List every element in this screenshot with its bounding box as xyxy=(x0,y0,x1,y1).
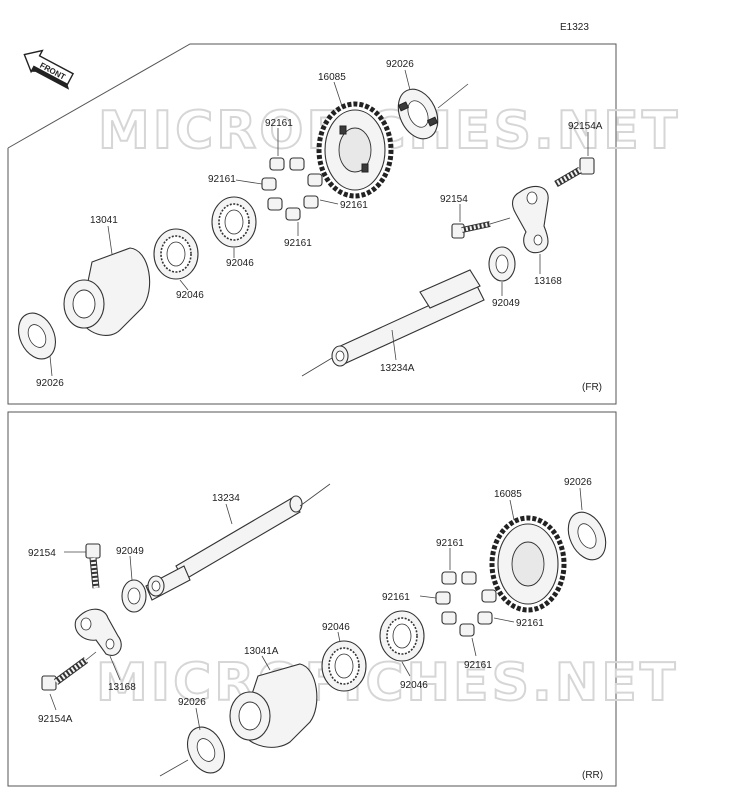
label-13234A: 13234A xyxy=(380,363,415,374)
label-92161-rr-top: 92161 xyxy=(436,538,464,549)
label-92046-rr-top: 92046 xyxy=(322,622,350,633)
label-13041: 13041 xyxy=(90,215,118,226)
bearing-92046-left xyxy=(153,228,199,280)
panel-fr-frame xyxy=(7,43,617,405)
gear-16085-rr xyxy=(489,515,567,613)
panel-rr: MICROFICHES.NET xyxy=(7,411,678,787)
seal-92049 xyxy=(488,246,516,282)
label-92161-rr-right: 92161 xyxy=(516,618,544,629)
label-13168: 13168 xyxy=(534,276,562,287)
panel-fr: MICROFICHES.NET xyxy=(7,43,678,405)
bearing-92046-rr-left xyxy=(321,640,367,692)
label-92046-left: 92046 xyxy=(176,290,204,301)
label-92154A-rr: 92154A xyxy=(38,714,73,725)
label-92026-rr-bottom: 92026 xyxy=(178,697,206,708)
label-92026-rr-top: 92026 xyxy=(564,477,592,488)
variant-rr: (RR) xyxy=(582,770,603,781)
gear-16085 xyxy=(316,101,394,199)
panel-rr-frame xyxy=(7,411,617,787)
diagram-code: E1323 xyxy=(560,22,589,33)
washer-92026-bottom xyxy=(18,312,56,360)
label-92049-rr: 92049 xyxy=(116,546,144,557)
bolt-92154-rr xyxy=(85,543,101,589)
damper-set-92161-rr xyxy=(435,571,497,637)
label-92154A: 92154A xyxy=(568,121,603,132)
label-92161-left: 92161 xyxy=(208,174,236,185)
label-16085: 16085 xyxy=(318,72,346,83)
watermark-rr: MICROFICHES.NET xyxy=(96,653,678,713)
label-92161-rr-left: 92161 xyxy=(382,592,410,603)
bolt-92154A-rr xyxy=(41,657,89,691)
label-92026-top: 92026 xyxy=(386,59,414,70)
label-92154-rr: 92154 xyxy=(28,548,56,559)
label-92161-right: 92161 xyxy=(340,200,368,211)
label-13168-rr: 13168 xyxy=(108,682,136,693)
damper-set-92161 xyxy=(261,157,323,221)
label-13041A: 13041A xyxy=(244,646,279,657)
washer-92026-top xyxy=(397,88,439,140)
label-92161-rr-bottom: 92161 xyxy=(464,660,492,671)
label-92049: 92049 xyxy=(492,298,520,309)
shaft-13234 xyxy=(145,495,303,601)
lever-13168-rr xyxy=(74,608,122,656)
bearing-92046-rr-right xyxy=(379,610,425,662)
label-92161-bottom: 92161 xyxy=(284,238,312,249)
washer-92026-rr-top xyxy=(567,511,607,561)
label-92046-right: 92046 xyxy=(226,258,254,269)
label-92026-bottom: 92026 xyxy=(36,378,64,389)
shaft-13234A xyxy=(331,269,485,367)
label-92154: 92154 xyxy=(440,194,468,205)
label-16085-rr: 16085 xyxy=(494,489,522,500)
variant-fr: (FR) xyxy=(582,382,602,393)
seal-92049-rr xyxy=(121,579,147,613)
bolt-92154 xyxy=(451,221,491,239)
label-92046-rr-bottom: 92046 xyxy=(400,680,428,691)
label-13234: 13234 xyxy=(212,493,240,504)
hub-13041A xyxy=(229,663,318,748)
hub-13041 xyxy=(63,247,151,336)
bearing-92046-right xyxy=(211,196,257,248)
front-arrow-icon: FRONT xyxy=(23,49,75,90)
label-92161-top: 92161 xyxy=(265,118,293,129)
washer-92026-rr-bottom xyxy=(187,726,225,774)
lever-13168 xyxy=(511,185,549,254)
bolt-92154A xyxy=(554,157,595,188)
